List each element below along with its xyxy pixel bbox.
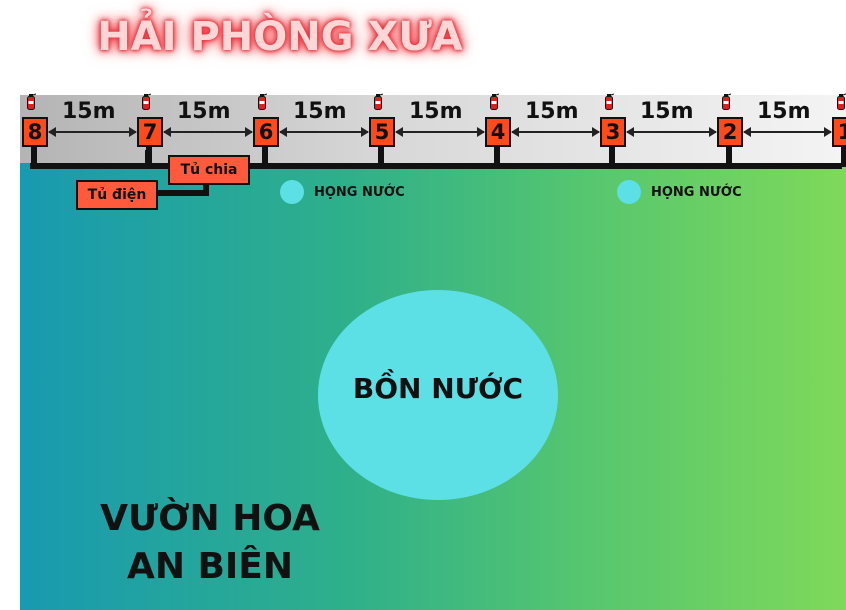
hydrant-label-1: HỌNG NƯỚC bbox=[314, 185, 405, 200]
spacing-label: 15m bbox=[177, 99, 231, 124]
electric-panel: Tủ điện bbox=[76, 180, 158, 210]
park-name-line2: AN BIÊN bbox=[126, 546, 294, 587]
post-line-3 bbox=[609, 147, 615, 167]
spacing-arrow bbox=[511, 127, 600, 137]
park-name-line1: VƯỜN HOA bbox=[100, 498, 320, 539]
lamp-post-6: 6 bbox=[253, 117, 279, 147]
fire-extinguisher-icon bbox=[489, 93, 500, 110]
cable-to-electric bbox=[150, 190, 208, 196]
fire-extinguisher-icon bbox=[721, 93, 732, 110]
spacing-label: 15m bbox=[409, 99, 463, 124]
post-line-8 bbox=[31, 147, 37, 167]
post-line-1 bbox=[841, 147, 846, 167]
post-line-5 bbox=[378, 147, 384, 167]
spacing-arrow bbox=[743, 127, 832, 137]
fire-extinguisher-icon bbox=[141, 93, 152, 110]
lamp-post-4: 4 bbox=[485, 117, 511, 147]
water-tank-label: BỒN NƯỚC bbox=[352, 372, 524, 405]
lamp-post-8: 8 bbox=[22, 117, 48, 147]
spacing-label: 15m bbox=[525, 99, 579, 124]
hydrant-dot-2 bbox=[617, 180, 641, 204]
fire-extinguisher-icon bbox=[836, 93, 846, 110]
post-line-7 bbox=[146, 147, 152, 167]
spacing-label: 15m bbox=[293, 99, 347, 124]
fire-extinguisher-icon bbox=[26, 93, 37, 110]
fire-extinguisher-icon bbox=[257, 93, 268, 110]
lamp-post-7: 7 bbox=[137, 117, 163, 147]
lamp-post-1: 1 bbox=[832, 117, 846, 147]
fire-extinguisher-icon bbox=[604, 93, 615, 110]
spacing-arrow bbox=[395, 127, 485, 137]
hydrant-dot-1 bbox=[280, 180, 304, 204]
post-line-2 bbox=[726, 147, 732, 167]
distribution-panel: Tủ chia bbox=[168, 155, 250, 185]
spacing-label: 15m bbox=[62, 99, 116, 124]
spacing-arrow bbox=[163, 127, 253, 137]
park-name: VƯỜN HOA AN BIÊN bbox=[80, 495, 340, 591]
spacing-arrow bbox=[279, 127, 369, 137]
lamp-post-5: 5 bbox=[369, 117, 395, 147]
page-title: HẢI PHÒNG XƯA bbox=[97, 14, 463, 60]
lamp-post-2: 2 bbox=[717, 117, 743, 147]
post-line-6 bbox=[262, 147, 268, 167]
cable-electric-vertical bbox=[203, 180, 209, 196]
fire-extinguisher-icon bbox=[373, 93, 384, 110]
hydrant-label-2: HỌNG NƯỚC bbox=[651, 185, 742, 200]
spacing-label: 15m bbox=[757, 99, 811, 124]
cable-main bbox=[30, 163, 842, 169]
spacing-arrow bbox=[626, 127, 717, 137]
water-tank bbox=[318, 290, 558, 500]
post-line-4 bbox=[494, 147, 500, 167]
spacing-label: 15m bbox=[640, 99, 694, 124]
spacing-arrow bbox=[48, 127, 137, 137]
lamp-post-3: 3 bbox=[600, 117, 626, 147]
